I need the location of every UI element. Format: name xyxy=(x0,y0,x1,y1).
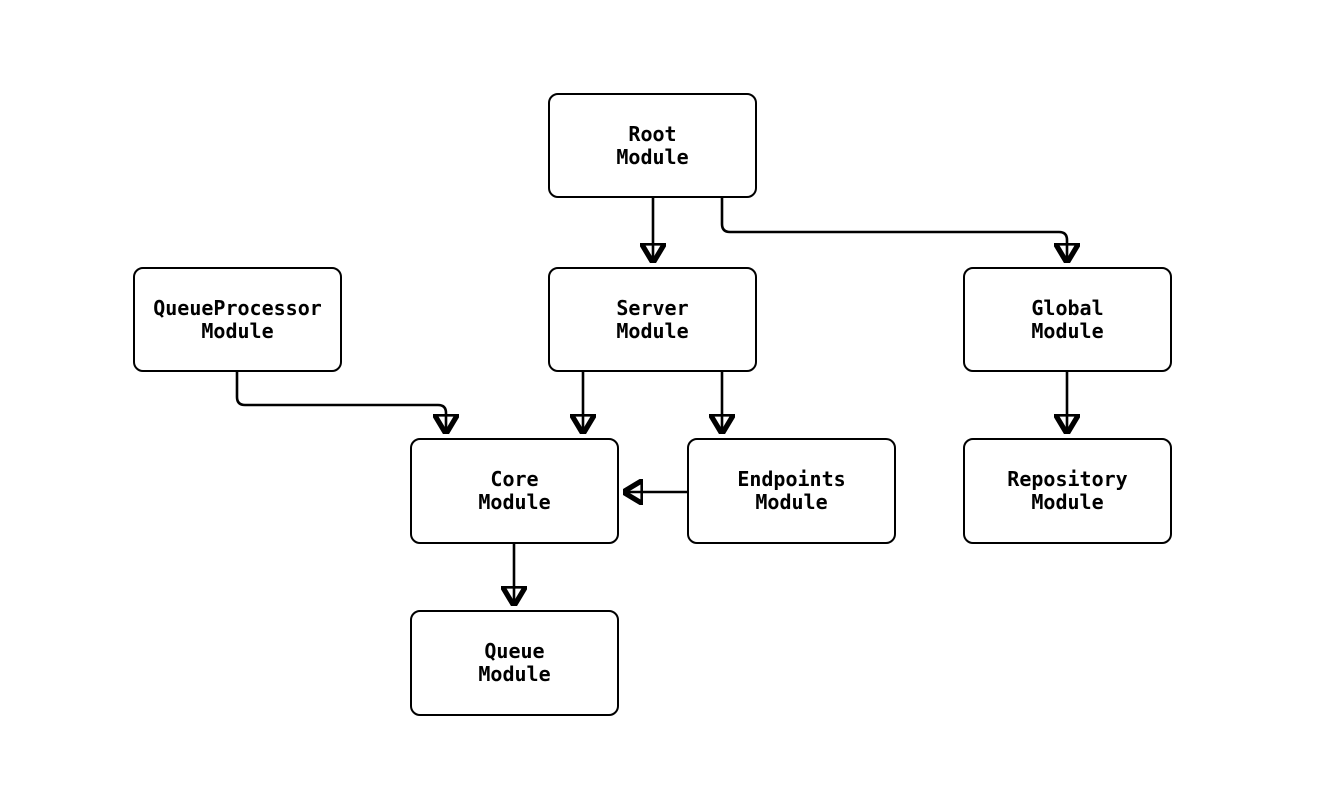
node-label-line2: Module xyxy=(755,490,828,514)
node-label-line2: Module xyxy=(478,662,551,686)
node-label-line2: Module xyxy=(1031,318,1104,343)
node-label-line1: Root xyxy=(628,121,677,146)
node-label-line1: Core xyxy=(490,467,539,491)
node-global-module: Global Module xyxy=(963,267,1172,372)
node-root-module: Root Module xyxy=(548,93,757,198)
node-label-line2: Module xyxy=(616,318,689,343)
node-server-module: Server Module xyxy=(548,267,757,372)
node-repository-module: Repository Module xyxy=(963,438,1172,544)
node-label-line1: Queue xyxy=(484,639,545,663)
node-label-line1: QueueProcessor xyxy=(153,295,322,320)
node-queueprocessor-module: QueueProcessor Module xyxy=(133,267,342,372)
node-endpoints-module: Endpoints Module xyxy=(687,438,896,544)
node-label-line2: Module xyxy=(1031,490,1104,514)
node-label-line2: Module xyxy=(616,144,689,169)
node-label-line1: Global xyxy=(1031,295,1104,320)
edge-queueprocessor-to-core xyxy=(235,372,446,434)
node-label-line1: Server xyxy=(616,295,689,320)
node-label-line1: Repository xyxy=(1007,467,1128,491)
node-label-line1: Endpoints xyxy=(737,467,846,491)
node-core-module: Core Module xyxy=(410,438,619,544)
node-label-line2: Module xyxy=(201,318,274,343)
edge-root-to-global xyxy=(720,198,1067,263)
node-queue-module: Queue Module xyxy=(410,610,619,716)
node-label-line2: Module xyxy=(478,490,551,514)
